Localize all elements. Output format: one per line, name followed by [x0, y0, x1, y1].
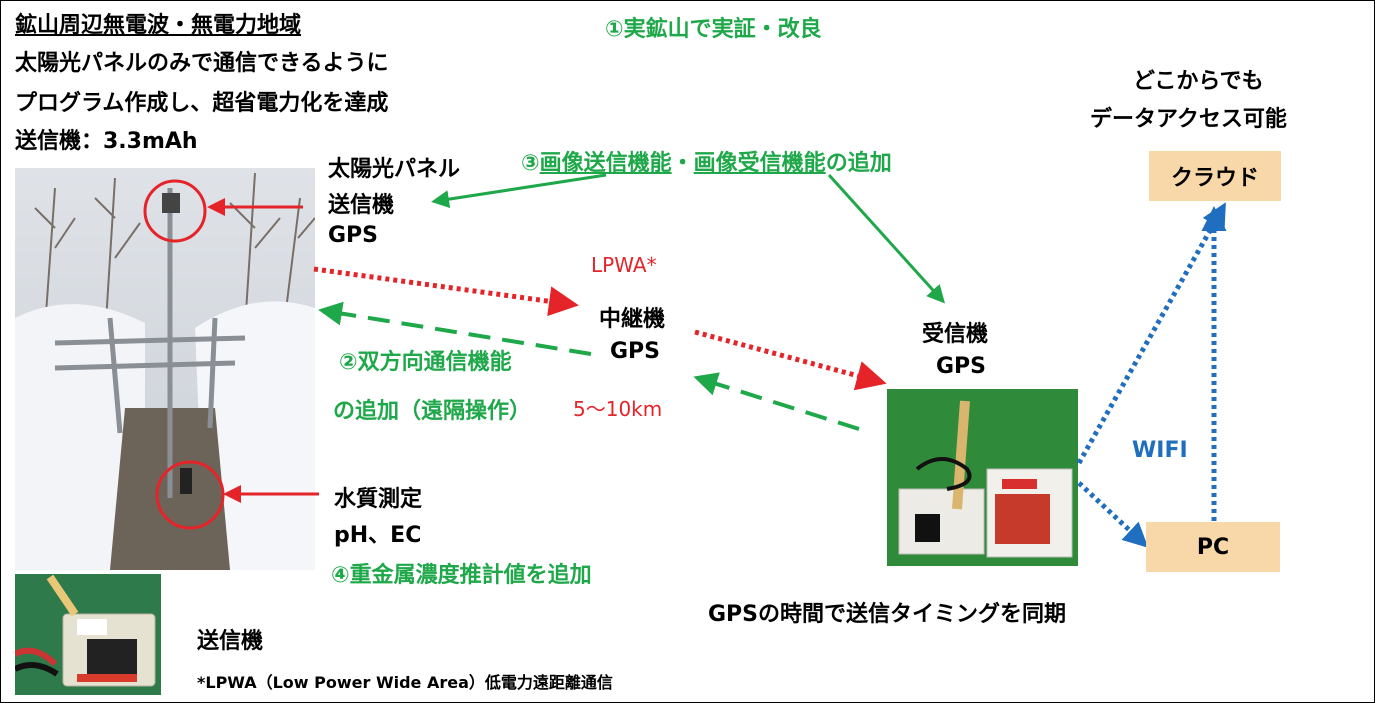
step3-part-5: の追加 — [825, 151, 892, 176]
return-arrow-1 — [318, 301, 592, 356]
receiver-to-cloud-arrow — [1076, 202, 1226, 465]
intro-line-2: プログラム作成し、超省電力化を達成 — [15, 91, 389, 116]
step3-image-send: 画像送信機能 — [539, 151, 672, 176]
transmitter-photo — [15, 574, 161, 695]
step3-image-receive: 画像受信機能 — [693, 151, 826, 176]
lpwa-arrow-2 — [694, 329, 887, 391]
wifi-label: WIFI — [1132, 438, 1188, 463]
intro-line-1: 太陽光パネルのみで通信できるように — [15, 51, 389, 76]
relay-label-2: GPS — [610, 339, 661, 364]
step3-part-1: ③ — [521, 151, 540, 176]
transmitter-label-3: GPS — [328, 223, 379, 248]
transmitter-caption: 送信機 — [197, 629, 264, 654]
receiver-to-pc-arrow — [1077, 481, 1149, 548]
panel-highlight-circle — [143, 179, 207, 243]
water-label-2: pH、EC — [334, 523, 422, 548]
receiver-photo — [887, 389, 1078, 566]
water-label-1: 水質測定 — [334, 487, 423, 512]
step3-part-3: ・ — [671, 151, 694, 176]
cloud-box: クラウド — [1149, 151, 1281, 201]
relay-label-1: 中継機 — [599, 307, 666, 332]
step2-line-1: ②双方向通信機能 — [339, 350, 512, 375]
transmitter-label-2: 送信機 — [328, 193, 395, 218]
image-send-arrow — [431, 173, 607, 209]
return-arrow-2 — [693, 372, 860, 431]
access-line-1: どこからでも — [1133, 69, 1264, 94]
lpwa-footnote: *LPWA（Low Power Wide Area）低電力遠距離通信 — [197, 673, 613, 692]
distance-label: 5～10km — [573, 397, 663, 421]
step3-label: ③画像送信機能・画像受信機能の追加 — [521, 145, 892, 177]
step2-line-2: の追加（遠隔操作） — [333, 399, 532, 424]
transmitter-label-1: 太陽光パネル — [328, 157, 461, 182]
intro-heading: 鉱山周辺無電波・無電力地域 — [15, 13, 302, 38]
intro-line-3: 送信機：3.3mAh — [15, 129, 198, 154]
lpwa-label: LPWA* — [591, 253, 657, 277]
gps-sync-caption: GPSの時間で送信タイミングを同期 — [708, 602, 1067, 627]
pc-box: PC — [1146, 522, 1280, 572]
step1-label: ①実鉱山で実証・改良 — [605, 17, 822, 42]
receiver-label-1: 受信機 — [922, 322, 989, 347]
receiver-label-2: GPS — [936, 354, 987, 379]
mine-site-photo — [15, 168, 315, 570]
image-receive-arrow — [827, 173, 946, 304]
sensor-highlight-circle — [155, 460, 225, 530]
step4-label: ④重金属濃度推計値を追加 — [331, 563, 592, 588]
access-line-2: データアクセス可能 — [1090, 107, 1287, 132]
lpwa-arrow-1 — [313, 266, 579, 317]
